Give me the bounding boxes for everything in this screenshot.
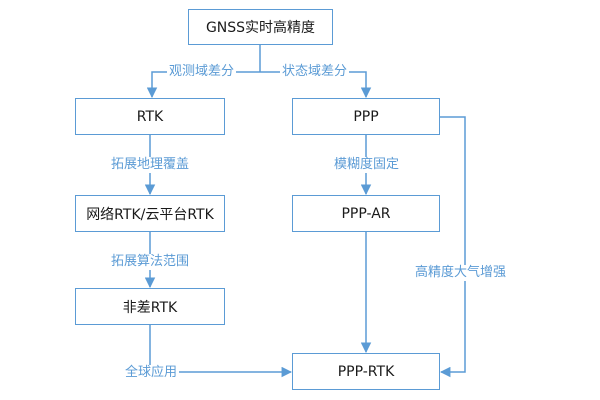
- edge-label-atmos-aug: 高精度大气增强: [413, 265, 509, 281]
- edge-label-obs-domain: 观测域差分: [167, 64, 237, 80]
- node-rtk: RTK: [75, 98, 225, 135]
- edge-ppp-ppprtk: [439, 116, 466, 378]
- node-ppp-ar: PPP-AR: [292, 195, 440, 232]
- node-undiff-rtk: 非差RTK: [75, 288, 225, 325]
- node-gnss-root: GNSS实时高精度: [188, 9, 333, 45]
- edge-label-state-domain: 状态域差分: [280, 64, 350, 80]
- node-network-rtk: 网络RTK/云平台RTK: [75, 195, 225, 232]
- node-ppp-rtk: PPP-RTK: [292, 353, 440, 390]
- edge-label-global-app: 全球应用: [123, 365, 180, 381]
- edge-label-expand-geo: 拓展地理覆盖: [109, 157, 192, 173]
- node-ppp: PPP: [292, 98, 440, 135]
- edge-label-expand-algo: 拓展算法范围: [109, 254, 192, 270]
- edge-label-ambiguity-fix: 模糊度固定: [332, 157, 402, 173]
